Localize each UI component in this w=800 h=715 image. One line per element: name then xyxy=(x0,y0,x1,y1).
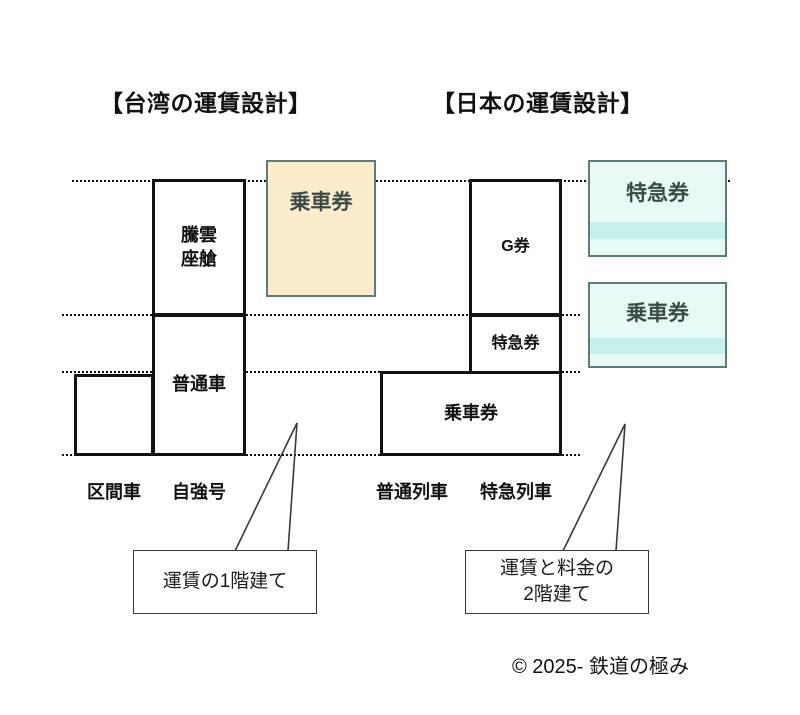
bar-right-joshaken-label: 乗車券 xyxy=(444,402,498,423)
guide-line-base xyxy=(62,454,580,456)
callout-tail-right xyxy=(562,423,626,552)
copyright-footer: © 2025- 鉄道の極み xyxy=(512,656,690,678)
ticket-stripe-joshaken xyxy=(590,338,725,354)
bar-left-kujianche xyxy=(74,374,154,456)
ticket-card-joshaken-japan-label: 乗車券 xyxy=(626,302,689,325)
callout-left-text: 運賃の1階建て xyxy=(162,571,288,593)
callout-box-left: 運賃の1階建て xyxy=(133,550,317,614)
ticket-card-tokkyuken-japan-label: 特急券 xyxy=(626,182,689,205)
ticket-card-tokkyuken-japan[interactable]: 特急券 xyxy=(588,160,727,257)
category-label-ziqianghao: 自強号 xyxy=(172,482,226,502)
bar-right-g-ken-label: G券 xyxy=(501,238,530,256)
ticket-stripe-tokkyuken xyxy=(590,222,725,239)
callout-box-right: 運賃と料金の 2階建て xyxy=(465,550,649,614)
category-label-tokkyu-ressha: 特急列車 xyxy=(480,482,552,502)
bar-right-g-ken: G券 xyxy=(469,179,562,316)
guide-line-top xyxy=(72,180,730,182)
bar-right-tokkyuken: 特急券 xyxy=(469,314,562,374)
bar-left-futsusha-label: 普通車 xyxy=(172,374,226,395)
category-label-futsu-ressha: 普通列車 xyxy=(376,482,448,502)
ticket-card-joshaken-taiwan[interactable]: 乗車券 xyxy=(266,160,376,297)
category-label-kujianche: 区間車 xyxy=(87,482,141,502)
bar-left-tengyun-label: 騰雲 座艙 xyxy=(181,225,217,269)
right-panel-title: 【日本の運賃設計】 xyxy=(432,90,644,116)
left-panel-title: 【台湾の運賃設計】 xyxy=(100,90,312,116)
callout-tail-left xyxy=(234,422,298,552)
bar-right-tokkyuken-label: 特急券 xyxy=(491,334,540,352)
bar-left-ziqianghao-futsusha: 普通車 xyxy=(152,314,246,456)
guide-line-tier2 xyxy=(62,314,580,316)
guide-line-tier1 xyxy=(62,371,580,373)
ticket-card-joshaken-japan[interactable]: 乗車券 xyxy=(588,282,727,368)
ticket-card-joshaken-taiwan-label: 乗車券 xyxy=(289,191,353,214)
callout-right-text: 運賃と料金の 2階建て xyxy=(499,558,614,605)
bar-left-ziqianghao-tengyun: 騰雲 座艙 xyxy=(152,179,246,316)
